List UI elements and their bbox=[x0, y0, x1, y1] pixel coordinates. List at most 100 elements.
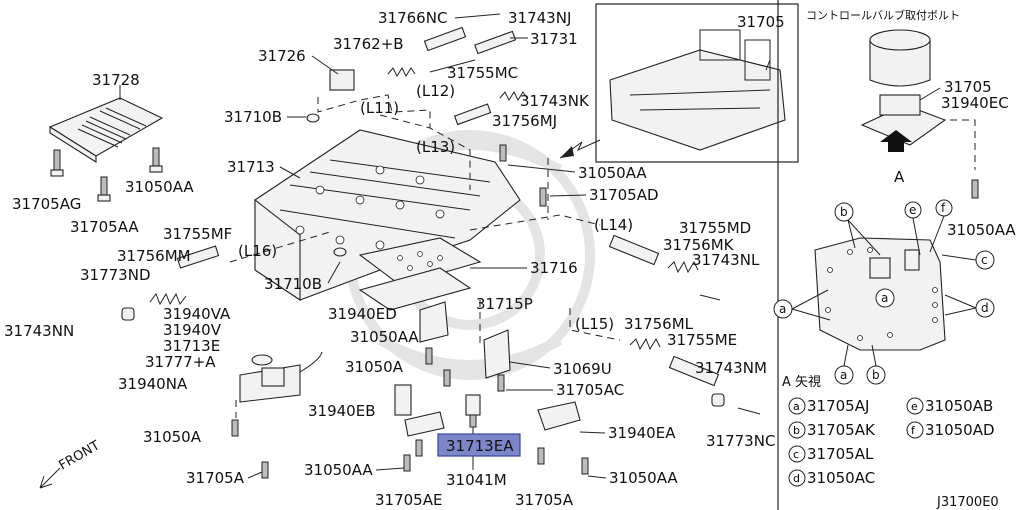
label-31705-right: 31705 bbox=[944, 78, 992, 96]
arrow-a-icon bbox=[880, 130, 912, 152]
valve-body-31713 bbox=[254, 129, 521, 302]
svg-text:d: d bbox=[981, 301, 989, 315]
label-31705a-a: 31705A bbox=[186, 469, 245, 487]
label-31710b-bot: 31710B bbox=[264, 275, 322, 293]
label-31705-inset: 31705 bbox=[737, 13, 785, 31]
diagram-code: J31700E0 bbox=[936, 495, 999, 510]
label-31050aa-c: 31050AA bbox=[350, 328, 419, 346]
label-31050a-b: 31050A bbox=[143, 428, 202, 446]
label-31766nc: 31766NC bbox=[378, 9, 447, 27]
view-a-leaders bbox=[791, 215, 977, 367]
label-31050aa-d: 31050AA bbox=[304, 461, 373, 479]
label-31050a-a: 31050A bbox=[345, 358, 404, 376]
svg-text:31050AC: 31050AC bbox=[807, 469, 875, 487]
label-31940va: 31940VA bbox=[163, 305, 231, 323]
solenoid-31940na bbox=[239, 351, 323, 403]
bracket-31940eb bbox=[394, 384, 445, 437]
bolts-center bbox=[231, 113, 589, 479]
bolts-left bbox=[50, 147, 163, 202]
label-31069u: 31069U bbox=[553, 360, 612, 378]
label-31728: 31728 bbox=[92, 71, 140, 89]
label-31050aa-right: 31050AA bbox=[947, 221, 1016, 239]
svg-text:b: b bbox=[793, 424, 800, 437]
label-31940ed: 31940ED bbox=[328, 305, 397, 323]
svg-text:31705AJ: 31705AJ bbox=[807, 397, 869, 415]
label-31756ml: 31756ML bbox=[624, 315, 694, 333]
svg-text:d: d bbox=[793, 472, 800, 485]
legend-item-f: f 31050AD bbox=[906, 421, 995, 439]
label-31755mc: 31755MC bbox=[447, 64, 518, 82]
inset-valve-body bbox=[609, 29, 786, 151]
label-31713e: 31713E bbox=[163, 337, 220, 355]
tag-l14: (L14) bbox=[594, 216, 633, 234]
assembly-lines bbox=[229, 94, 621, 418]
valve-L14 bbox=[608, 234, 721, 301]
svg-text:a: a bbox=[793, 400, 800, 413]
view-a-label: A 矢視 bbox=[782, 375, 821, 390]
label-31755md: 31755MD bbox=[679, 219, 751, 237]
view-a-callouts bbox=[773, 199, 995, 385]
svg-text:e: e bbox=[911, 400, 918, 413]
inset-arrowhead-icon bbox=[560, 146, 574, 158]
highlight-label-31713ea[interactable]: 31713EA bbox=[446, 437, 514, 455]
label-31756mm: 31756MM bbox=[117, 247, 191, 265]
label-31773nc: 31773NC bbox=[706, 432, 775, 450]
legend-item-b: b 31705AK bbox=[788, 421, 876, 439]
svg-text:31705AK: 31705AK bbox=[807, 421, 876, 439]
arrow-a-label: A bbox=[894, 168, 905, 186]
labels: 31766NC 31743NJ 31762+B 31731 31726 3175… bbox=[4, 9, 775, 509]
label-31743nl: 31743NL bbox=[692, 251, 760, 269]
label-31773nd: 31773ND bbox=[80, 266, 151, 284]
bracket-31940ed bbox=[419, 301, 449, 343]
label-31762b: 31762+B bbox=[333, 35, 404, 53]
svg-text:a: a bbox=[881, 291, 888, 305]
svg-text:b: b bbox=[840, 205, 848, 219]
valve-L16 bbox=[121, 245, 220, 321]
svg-text:c: c bbox=[981, 253, 988, 267]
valves-top bbox=[329, 26, 528, 126]
label-31705aa: 31705AA bbox=[70, 218, 139, 236]
line-tags: (L11) (L12) (L13) (L14) (L15) (L16) bbox=[238, 82, 633, 333]
label-31050aa-b: 31050AA bbox=[125, 178, 194, 196]
label-31940eb: 31940EB bbox=[308, 402, 376, 420]
svg-text:e: e bbox=[909, 203, 916, 217]
label-31050aa-e: 31050AA bbox=[609, 469, 678, 487]
legend-item-c: c 31705AL bbox=[788, 445, 874, 463]
label-31715p: 31715P bbox=[476, 295, 533, 313]
svg-text:f: f bbox=[941, 201, 946, 215]
separator-plate-31716 bbox=[358, 237, 482, 286]
svg-text:a: a bbox=[840, 368, 847, 382]
label-31731: 31731 bbox=[530, 30, 578, 48]
bracket-31069u bbox=[483, 329, 511, 379]
svg-text:c: c bbox=[793, 448, 799, 461]
front-arrow-icon bbox=[39, 467, 61, 489]
svg-text:f: f bbox=[911, 424, 916, 437]
label-31705ad: 31705AD bbox=[589, 186, 659, 204]
view-a-callout-letters: b e f c d a a a b bbox=[779, 201, 989, 382]
tag-l13: (L13) bbox=[416, 138, 455, 156]
label-31940v: 31940V bbox=[163, 321, 222, 339]
label-31705ae: 31705AE bbox=[375, 491, 442, 509]
label-31713: 31713 bbox=[227, 158, 275, 176]
bracket-31940ea bbox=[537, 401, 581, 431]
highlight-box bbox=[437, 433, 521, 457]
label-31756mj: 31756MJ bbox=[492, 112, 557, 130]
legend: a 31705AJ b 31705AK c 31705AL d 31050AC … bbox=[788, 397, 995, 487]
label-31743nj: 31743NJ bbox=[508, 9, 571, 27]
label-31705ac: 31705AC bbox=[556, 381, 624, 399]
label-31705ag: 31705AG bbox=[12, 195, 81, 213]
legend-item-e: e 31050AB bbox=[906, 397, 993, 415]
label-31743nm: 31743NM bbox=[695, 359, 767, 377]
label-31726: 31726 bbox=[258, 47, 306, 65]
label-31743nk: 31743NK bbox=[520, 92, 590, 110]
label-31940ea: 31940EA bbox=[608, 424, 676, 442]
plate-31715p bbox=[358, 267, 472, 311]
label-31716: 31716 bbox=[530, 259, 578, 277]
tag-l16: (L16) bbox=[238, 242, 277, 260]
svg-text:b: b bbox=[872, 368, 880, 382]
label-31743nn: 31743NN bbox=[4, 322, 74, 340]
label-31041m: 31041M bbox=[446, 471, 507, 489]
jp-title: コントロールバルブ取付ボルト bbox=[806, 8, 960, 22]
